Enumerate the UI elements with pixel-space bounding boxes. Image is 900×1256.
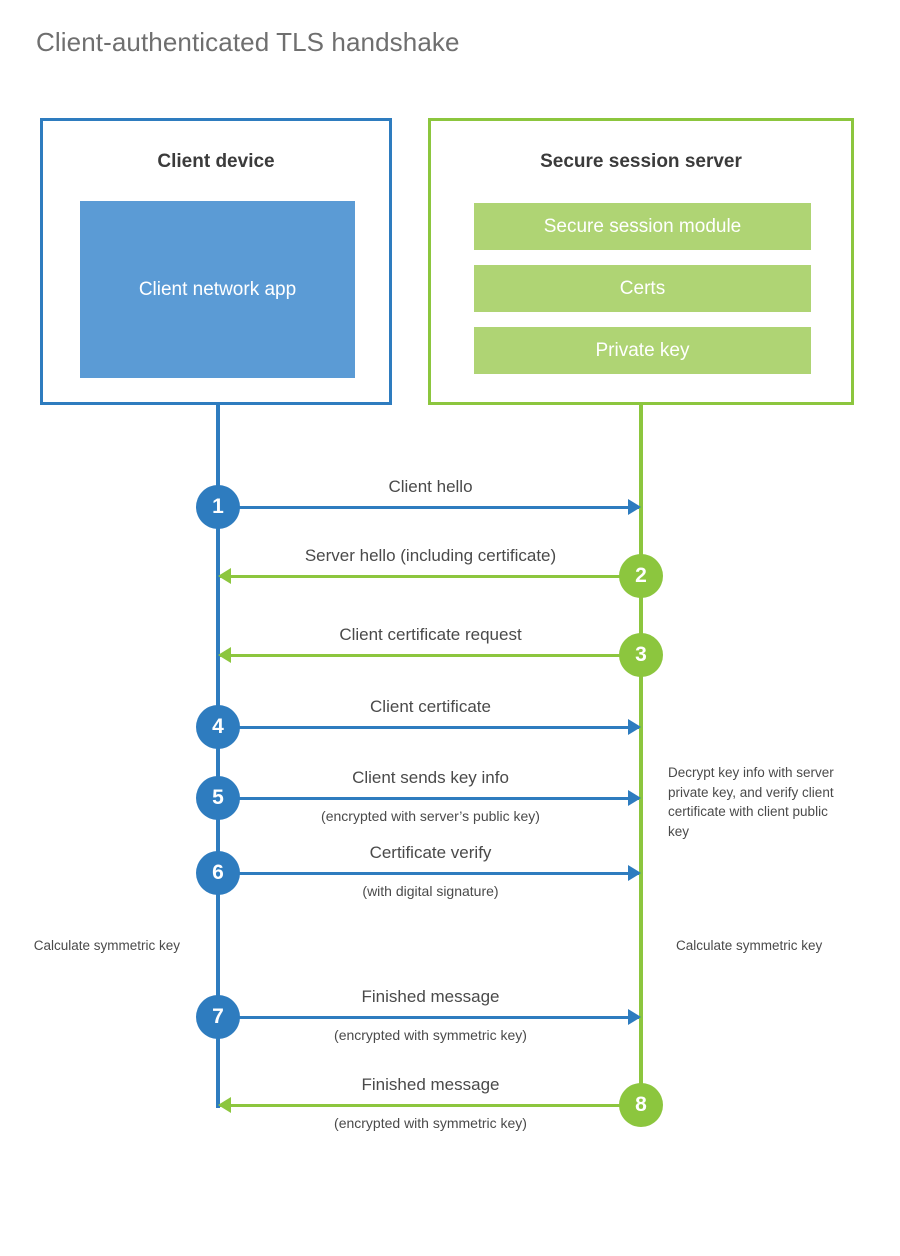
message-sublabel-8: (encrypted with symmetric key) — [334, 1115, 527, 1131]
arrow-head-5-icon — [628, 790, 641, 806]
arrow-head-8-icon — [218, 1097, 231, 1113]
message-arrow-5 — [220, 797, 639, 800]
page-title: Client-authenticated TLS handshake — [36, 27, 460, 57]
note-calculate-symmetric-key-client: Calculate symmetric key — [33, 938, 180, 953]
message-arrow-4 — [220, 726, 639, 729]
arrow-head-6-icon — [628, 865, 641, 881]
step-circle-6[interactable]: 6 — [196, 851, 240, 895]
message-label-7: Finished message — [361, 987, 500, 1006]
step-circle-1[interactable]: 1 — [196, 485, 240, 529]
server-component-secure-session-module: Secure session module — [474, 203, 811, 250]
secure-session-server-title: Secure session server — [540, 151, 742, 172]
client-network-app-block: Client network app — [80, 201, 355, 378]
client-lifeline — [216, 402, 220, 1108]
step-circle-3[interactable]: 3 — [619, 633, 663, 677]
step-circle-5[interactable]: 5 — [196, 776, 240, 820]
step-circle-8[interactable]: 8 — [619, 1083, 663, 1127]
message-sublabel-7: (encrypted with symmetric key) — [334, 1027, 527, 1043]
message-arrow-1 — [220, 506, 639, 509]
message-arrow-8 — [220, 1104, 639, 1107]
step-circle-7[interactable]: 7 — [196, 995, 240, 1039]
message-sublabel-5: (encrypted with server’s public key) — [321, 808, 540, 824]
client-device-box: Client device Client network app — [40, 118, 392, 405]
message-label-6: Certificate verify — [369, 843, 492, 862]
arrow-head-3-icon — [218, 647, 231, 663]
message-label-5: Client sends key info — [352, 768, 509, 787]
note-calculate-symmetric-key-server: Calculate symmetric key — [676, 938, 823, 953]
message-arrow-7 — [220, 1016, 639, 1019]
server-component-private-key: Private key — [474, 327, 811, 374]
client-device-title: Client device — [157, 151, 275, 172]
arrow-head-2-icon — [218, 568, 231, 584]
message-label-1: Client hello — [388, 477, 473, 496]
note-decrypt-key-info: Decrypt key info with server private key… — [668, 765, 834, 839]
arrow-head-7-icon — [628, 1009, 641, 1025]
arrow-head-4-icon — [628, 719, 641, 735]
message-label-3: Client certificate request — [339, 625, 522, 644]
secure-session-server-box: Secure session server Secure session mod… — [428, 118, 854, 405]
message-sublabel-6: (with digital signature) — [362, 883, 499, 899]
message-label-4: Client certificate — [370, 697, 491, 716]
arrow-head-1-icon — [628, 499, 641, 515]
server-lifeline — [639, 402, 643, 1106]
message-arrow-6 — [220, 872, 639, 875]
step-circle-4[interactable]: 4 — [196, 705, 240, 749]
message-arrow-3 — [220, 654, 639, 657]
message-label-2: Server hello (including certificate) — [304, 546, 557, 565]
message-arrow-2 — [220, 575, 639, 578]
message-label-8: Finished message — [361, 1075, 500, 1094]
server-component-certs: Certs — [474, 265, 811, 312]
step-circle-2[interactable]: 2 — [619, 554, 663, 598]
